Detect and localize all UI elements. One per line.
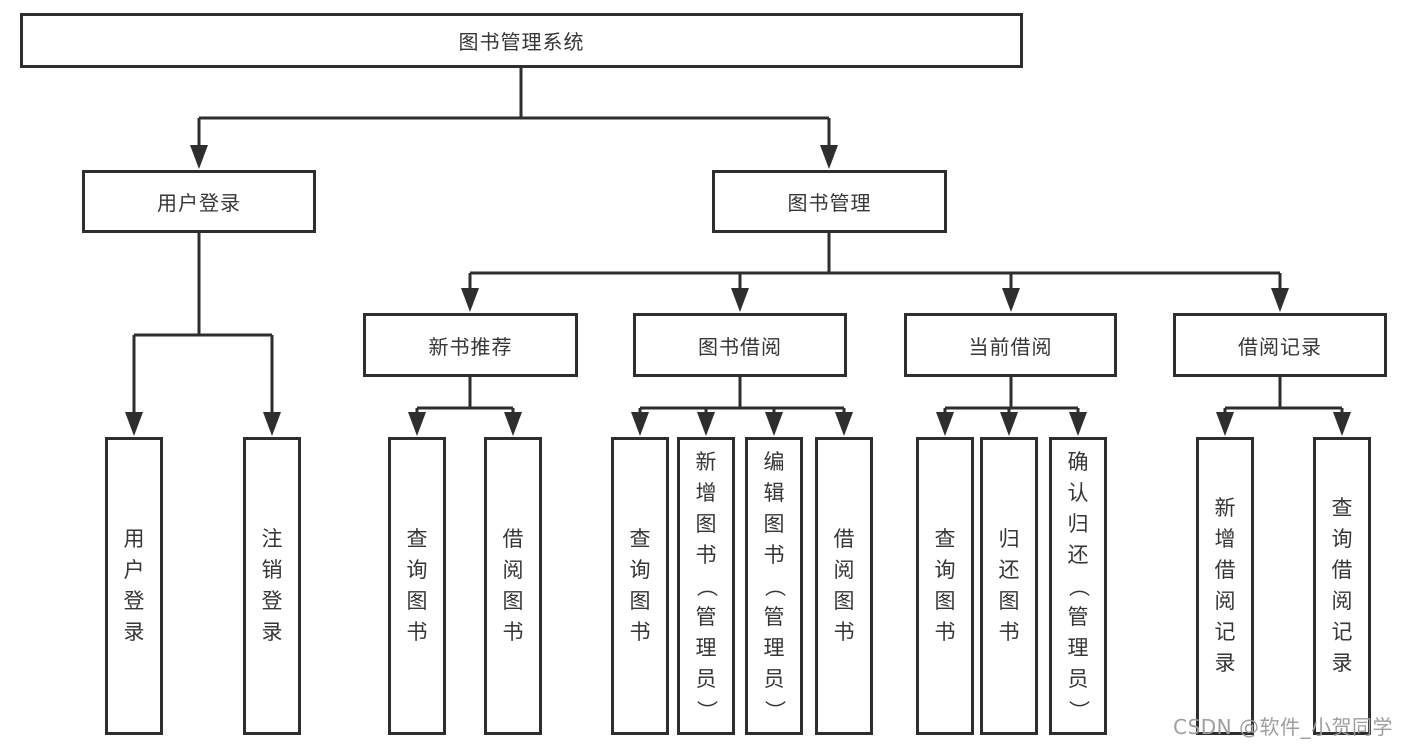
node-borrow-records: 借阅记录	[1173, 313, 1387, 377]
connector-edges	[132, 68, 1344, 415]
arrowheads	[125, 145, 1351, 436]
leaf-current-return-books: 归还图书	[980, 437, 1038, 735]
leaf-user-login: 用户登录	[105, 437, 163, 735]
node-root: 图书管理系统	[20, 13, 1023, 68]
leaf-records-add-record: 新增借阅记录	[1196, 437, 1254, 735]
leaf-records-query-record: 查询借阅记录	[1313, 437, 1371, 735]
watermark: CSDN @软件_小贺同学	[1173, 715, 1393, 739]
leaf-recommend-borrow-books: 借阅图书	[484, 437, 542, 735]
leaf-borrow-add-books-admin: 新增图书（管理员）	[677, 437, 735, 735]
leaf-current-query-books: 查询图书	[916, 437, 974, 735]
node-book-mgmt: 图书管理	[712, 170, 947, 233]
node-user-login: 用户登录	[82, 170, 316, 233]
leaf-current-confirm-return-admin: 确认归还（管理员）	[1049, 437, 1107, 735]
leaf-logout: 注销登录	[243, 437, 301, 735]
leaf-borrow-query-books: 查询图书	[611, 437, 669, 735]
node-new-book-recommend: 新书推荐	[363, 313, 578, 377]
leaf-recommend-query-books: 查询图书	[388, 437, 446, 735]
node-current-borrow: 当前借阅	[904, 313, 1117, 377]
leaf-borrow-borrow-books: 借阅图书	[815, 437, 873, 735]
leaf-borrow-edit-books-admin: 编辑图书（管理员）	[745, 437, 803, 735]
node-book-borrow: 图书借阅	[633, 313, 847, 377]
